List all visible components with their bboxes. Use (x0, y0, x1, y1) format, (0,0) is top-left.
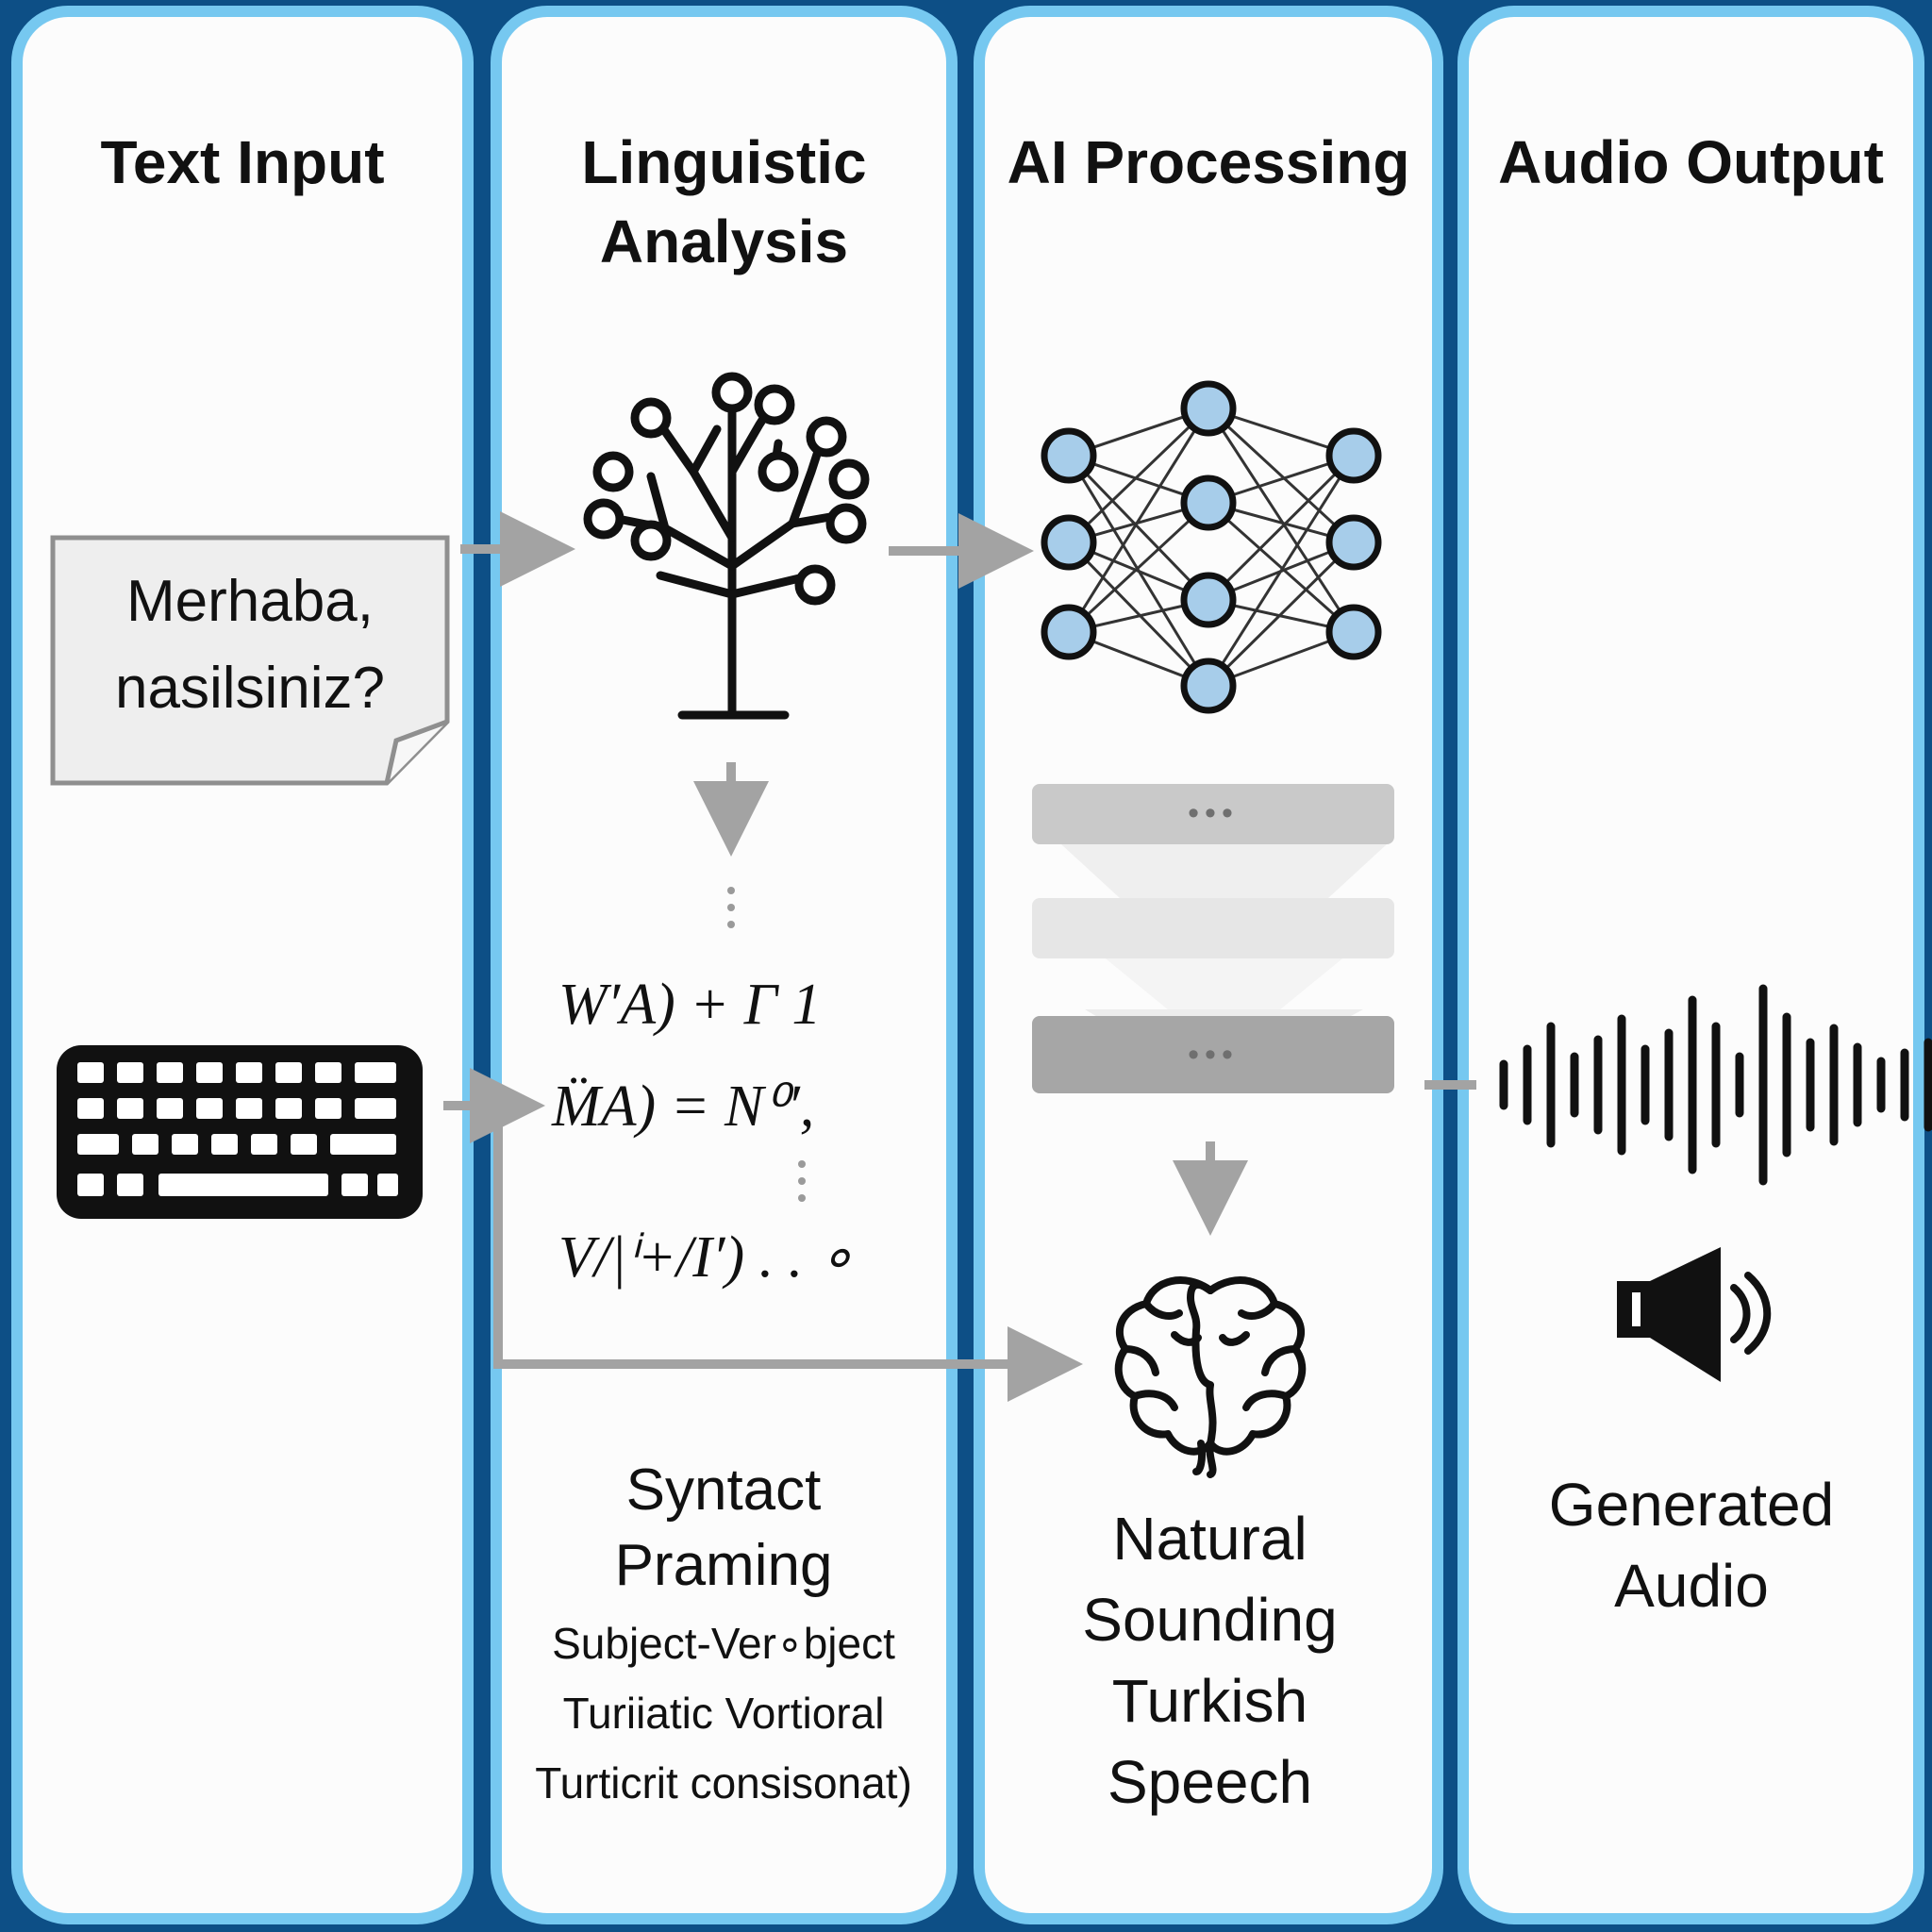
column-title-linguistic-analysis: Linguistic Analysis (581, 128, 867, 275)
column-linguistic-analysis: Linguistic Analysis (491, 6, 958, 1924)
audio-caption: Generated Audio (1548, 1471, 1835, 1620)
formula-line-2: M̈A) = N⁰′, (552, 1074, 815, 1139)
linguistic-caption-main: Syntact Praming (614, 1457, 833, 1598)
linguistic-caption-line-1: Subject-Ver∘bject (552, 1619, 895, 1668)
linguistic-caption-line-3: Turticrit consisonat) (535, 1758, 912, 1807)
formula-line-1: W′A) + Γ 1 (558, 973, 822, 1037)
layer-dots-bottom: ••• (1188, 1037, 1239, 1073)
column-title-text-input: Text Input (100, 128, 385, 196)
note-text: Merhaba, nasilsiniz? (114, 569, 386, 721)
column-text-input: Text Input (11, 6, 474, 1924)
ai-caption: Natural Sounding Turkish Speech (1082, 1505, 1338, 1816)
column-title-ai-processing: AI Processing (1007, 128, 1410, 196)
column-title-audio-output: Audio Output (1498, 128, 1884, 196)
linguistic-caption-line-2: Turiiatic Vortioral (562, 1689, 885, 1738)
layer-dots-top: ••• (1188, 795, 1239, 831)
formula-line-3: V/|ⁱ+/I′) . . ∘ (558, 1225, 855, 1290)
column-audio-output: Audio Output (1457, 6, 1924, 1924)
